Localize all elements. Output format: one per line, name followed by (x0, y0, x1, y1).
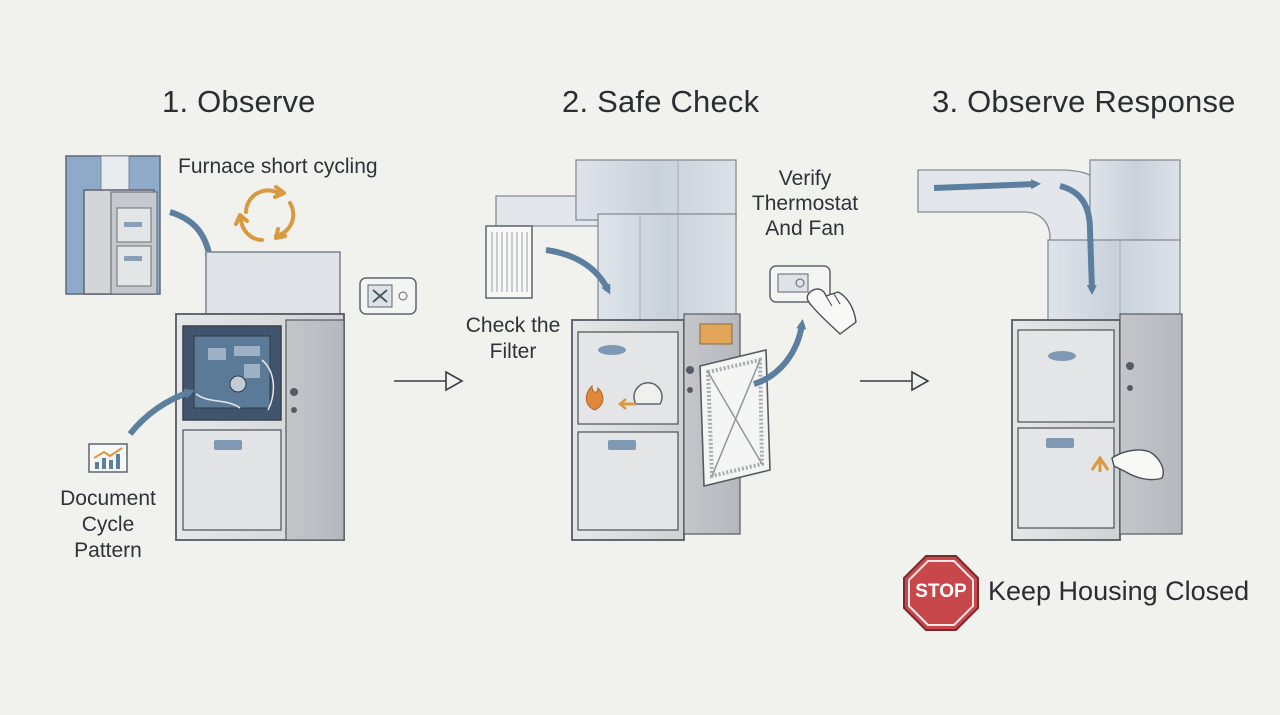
arrow-panel-to-thermostat (753, 319, 807, 387)
furnace-safe-check (571, 313, 741, 541)
document-label-line-2: Cycle (81, 513, 135, 536)
keep-housing-closed-label: Keep Housing Closed (988, 576, 1250, 606)
stop-sign-text: STOP (915, 581, 967, 602)
thermostat-icon (359, 277, 417, 315)
step-1-title: 1. Observe (162, 84, 316, 119)
document-cycle-pattern-label: Document Cycle Pattern (50, 486, 166, 564)
furnace-open-panel (175, 251, 345, 541)
filter-label-line-1: Check the (465, 314, 561, 337)
chart-icon (88, 443, 128, 473)
step-connector-1 (394, 370, 464, 392)
supply-duct (495, 159, 737, 323)
stop-sign-icon (903, 555, 979, 631)
limit-switch-icon (618, 382, 663, 410)
thermostat-label-line-2: Thermostat (751, 192, 859, 215)
thermostat-label-line-1: Verify (778, 167, 832, 190)
furnace-short-cycling-label: Furnace short cycling (178, 155, 378, 178)
step-3-title: 3. Observe Response (932, 84, 1236, 119)
return-duct (917, 159, 1181, 323)
step-connector-2 (860, 370, 930, 392)
flame-icon (585, 384, 604, 411)
furnace-observe-response (1011, 313, 1183, 541)
arrow-filter-to-duct (545, 247, 611, 295)
check-filter-label: Check the Filter (458, 313, 568, 365)
thermostat-label-line-3: And Fan (765, 217, 845, 240)
filter-icon (485, 225, 533, 299)
document-label-line-1: Document (60, 487, 156, 510)
hand-on-panel-icon (1111, 449, 1164, 481)
step-2-title: 2. Safe Check (562, 84, 760, 119)
airflow-arrow-horizontal (933, 179, 1041, 191)
arrow-to-furnace (169, 209, 215, 263)
airflow-arrow-down (1059, 183, 1097, 295)
hand-icon (806, 288, 857, 335)
furnace-filter-panel (699, 348, 771, 488)
arrow-document-to-furnace (127, 388, 195, 436)
small-furnace-photo (65, 155, 161, 295)
verify-thermostat-label: Verify Thermostat And Fan (748, 166, 862, 241)
cycle-arrows-icon (234, 185, 296, 242)
filter-label-line-2: Filter (489, 340, 537, 363)
document-label-line-3: Pattern (74, 539, 142, 562)
